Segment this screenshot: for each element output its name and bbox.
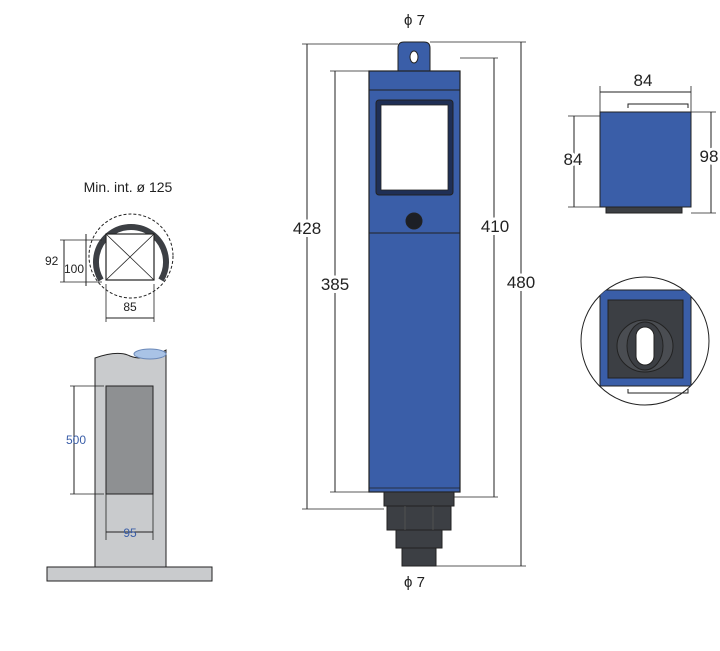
dim-428-label: 428	[293, 219, 321, 238]
lock-icon	[405, 212, 423, 230]
dim-100-label: 100	[64, 262, 84, 276]
window-glass	[380, 104, 449, 191]
post-slot	[105, 385, 154, 495]
pipe-ring	[93, 223, 169, 282]
pipe-outline-dashed	[88, 213, 174, 299]
dim-98-label: 98	[700, 147, 719, 166]
section-diagonal-2	[105, 233, 155, 281]
phi-bottom-label: ϕ 7	[404, 574, 425, 591]
post-cut-top	[133, 348, 167, 360]
phi-top-label: ϕ 7	[404, 12, 425, 29]
main-column-view: ϕ 7 ϕ 7 428 385 410 480	[290, 12, 538, 591]
base-step-4	[401, 547, 437, 567]
dim-410-label: 410	[481, 217, 509, 236]
min-int-label: Min. int. ø 125	[84, 179, 173, 195]
base-step-1	[383, 491, 455, 507]
mounting-hole-icon	[409, 50, 419, 64]
box-foot	[605, 206, 683, 214]
installed-post-view: 500 95	[46, 348, 213, 582]
base-plate	[46, 566, 213, 582]
detail-top-view	[580, 276, 710, 406]
top-clip	[627, 103, 689, 108]
detail-opening-slot	[635, 326, 655, 366]
dim-95-label: 95	[123, 526, 137, 540]
dim-84-top-label: 84	[634, 71, 653, 90]
detail-bottom-clip	[627, 389, 689, 394]
dim-500-label: 500	[66, 433, 86, 447]
dim-85-label: 85	[123, 300, 137, 314]
box-body	[599, 111, 692, 208]
box-side-view: 84 84 98	[561, 71, 720, 214]
base-step-3	[395, 529, 443, 549]
dim-92-label: 92	[45, 254, 59, 268]
dim-385-label: 385	[321, 275, 349, 294]
section-view: Min. int. ø 125 92 100 85	[45, 179, 174, 322]
dim-480-label: 480	[507, 273, 535, 292]
dim-84-left-label: 84	[564, 150, 583, 169]
base-step-2	[386, 505, 452, 531]
